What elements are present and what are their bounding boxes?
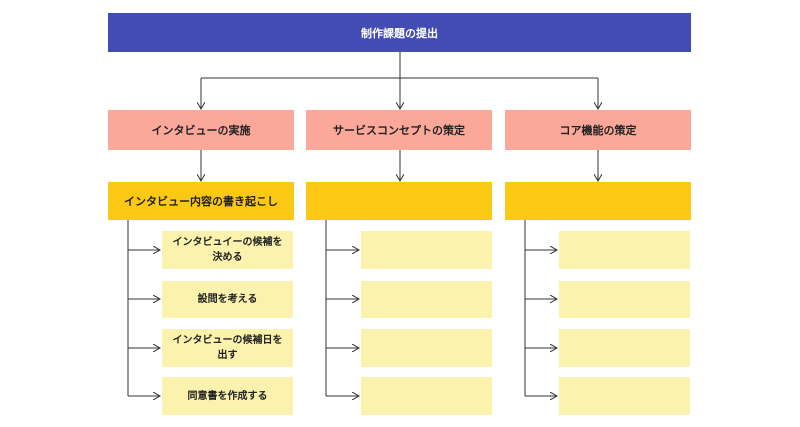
subtask-node: 設問を考える: [162, 281, 293, 318]
subtask-node: [559, 329, 690, 367]
subtask-node: [559, 377, 690, 415]
phase-label: インタビューの実施: [151, 124, 251, 137]
phase-label: サービスコンセプトの策定: [333, 124, 465, 137]
subtask-node: [559, 281, 690, 318]
phase-label: コア機能の策定: [559, 124, 637, 137]
subtask-node: インタビュイーの候補を 決める: [162, 231, 293, 269]
subtask-node: [361, 377, 492, 415]
root-node: 制作課題の提出: [108, 13, 691, 52]
subtask-label: 同意書を作成する: [187, 390, 268, 402]
phase-node-interview: インタビューの実施: [108, 110, 294, 150]
phase-node-core-features: コア機能の策定: [505, 110, 691, 150]
phase-node-service-concept: サービスコンセプトの策定: [306, 110, 492, 150]
subtask-node: [361, 281, 492, 318]
subtask-label: 設問を考える: [197, 294, 258, 305]
subtask-label: インタビューの候補日を 出す: [172, 335, 283, 361]
subtask-node: 同意書を作成する: [162, 377, 293, 415]
subtask-node: インタビューの候補日を 出す: [162, 329, 293, 367]
subtask-node: [559, 231, 690, 269]
task-node-empty: [306, 182, 492, 220]
task-label: インタビュー内容の書き起こし: [124, 195, 278, 208]
task-node-transcription: インタビュー内容の書き起こし: [108, 182, 294, 220]
subtask-label: インタビュイーの候補を 決める: [172, 237, 283, 263]
root-label: 制作課題の提出: [361, 26, 438, 40]
subtask-node: [361, 329, 492, 367]
task-node-empty: [505, 182, 691, 220]
subtask-node: [361, 231, 492, 269]
